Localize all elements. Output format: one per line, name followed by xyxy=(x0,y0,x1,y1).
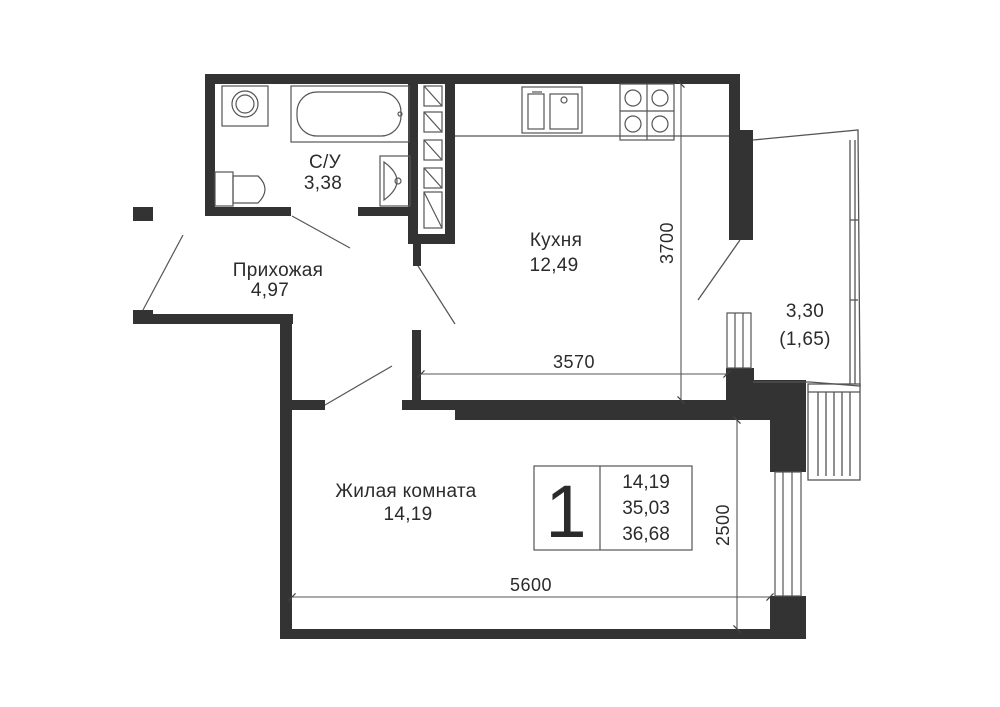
stove-icon xyxy=(619,83,675,141)
bathroom-area: 3,38 xyxy=(304,173,342,194)
windows xyxy=(726,312,802,597)
hallway-name: Прихожая xyxy=(233,260,323,281)
summary-area-with-balcony: 36,68 xyxy=(622,524,670,545)
bathroom-name: С/У xyxy=(309,152,342,173)
washing-machine-icon xyxy=(221,85,269,127)
living-room-area: 14,19 xyxy=(383,504,432,525)
summary-living-area: 14,19 xyxy=(622,472,670,493)
hallway-area: 4,97 xyxy=(251,280,289,301)
kitchen-width-label: 3570 xyxy=(553,352,595,372)
summary-box: 1 14,19 35,03 36,68 xyxy=(533,465,693,553)
balcony-area: 3,30 xyxy=(786,301,824,322)
summary-total-area: 35,03 xyxy=(622,498,670,519)
kitchen-depth-label: 3700 xyxy=(657,222,677,264)
washbasin-icon xyxy=(379,155,411,207)
bathtub-icon xyxy=(290,85,410,143)
living-width-label: 5600 xyxy=(510,575,552,595)
kitchen-sink-icon xyxy=(521,86,583,134)
balcony-reduced-area: (1,65) xyxy=(779,329,830,350)
toilet-icon xyxy=(214,171,266,207)
balcony xyxy=(697,129,861,481)
kitchen-name: Кухня xyxy=(530,230,582,251)
living-room-name: Жилая комната xyxy=(335,481,476,502)
door-swings xyxy=(142,215,456,406)
living-depth-label: 2500 xyxy=(713,504,733,546)
shelving-icon xyxy=(423,85,443,229)
kitchen-area: 12,49 xyxy=(529,255,578,276)
walls xyxy=(133,74,806,639)
rooms-count: 1 xyxy=(545,470,586,553)
dimension-lines xyxy=(288,80,774,633)
fixtures xyxy=(214,83,729,229)
